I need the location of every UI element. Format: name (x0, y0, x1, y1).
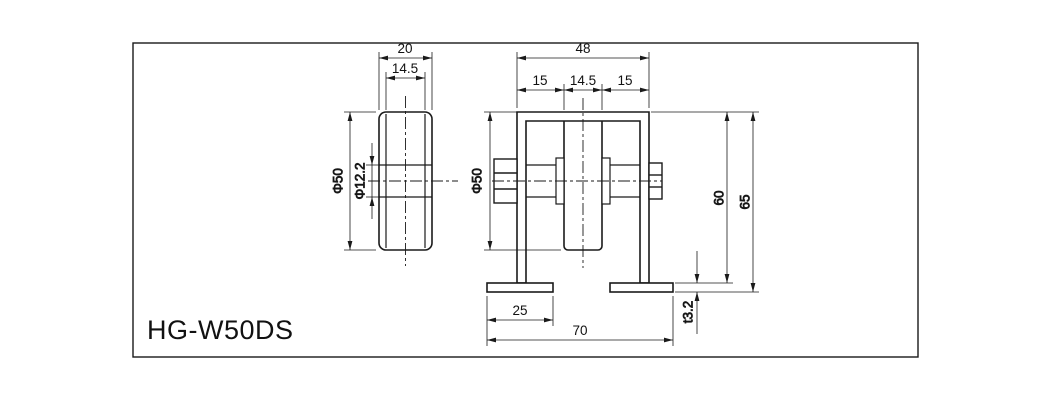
dimension-wheel-tread: 14.5 (385, 61, 426, 110)
arrowhead (694, 292, 700, 301)
dimension-wheel-width: 20 (378, 41, 433, 110)
arrowhead (347, 112, 353, 121)
dimension-base-width: 70 (487, 296, 674, 346)
base-pad-left (486, 282, 554, 293)
arrowhead (386, 75, 395, 81)
dimension-overall-height: 65 (675, 112, 759, 293)
arrowhead (517, 55, 526, 61)
dim-label-inner-height: 60 (712, 190, 727, 205)
arrowhead (750, 112, 756, 121)
part-number-title: HG-W50DS (147, 315, 294, 345)
dimension-front-wheel-diameter: Φ50 (469, 111, 561, 251)
arrowhead (517, 87, 526, 93)
arrowhead (602, 87, 611, 93)
arrowhead (555, 87, 564, 93)
arrowhead (416, 75, 425, 81)
dimension-top-width: 48 (516, 41, 650, 108)
dim-label-wheel-outer-diameter: Φ50 (331, 168, 346, 194)
dim-label-right-offset: 15 (617, 73, 632, 88)
arrowhead (664, 337, 673, 343)
dim-label-pad-length: 25 (512, 303, 527, 318)
dim-label-front-wheel-diameter: Φ50 (470, 168, 485, 194)
arrowhead (487, 317, 496, 323)
arrowhead (487, 241, 493, 250)
dimension-plate-thickness: t3.2 (680, 251, 700, 334)
dimension-inner-height: 60 (651, 111, 759, 284)
dim-label-left-offset: 15 (532, 73, 547, 88)
arrowhead (487, 112, 493, 121)
arrowhead (369, 156, 375, 165)
dim-label-wheel-width: 20 (397, 41, 412, 56)
arrowhead (487, 337, 496, 343)
dimension-wheel-bore-diameter: Φ12.2 (352, 143, 379, 219)
arrowhead (640, 55, 649, 61)
base-pad-right (609, 282, 674, 293)
dimension-pad-length: 25 (486, 296, 554, 346)
dim-label-top-width: 48 (575, 41, 590, 56)
dim-label-wheel-width: 14.5 (570, 73, 596, 88)
arrowhead (750, 283, 756, 292)
dim-label-plate-thickness: t3.2 (681, 301, 696, 324)
arrowhead (379, 55, 388, 61)
arrowhead (694, 274, 700, 283)
front-view-centerlines (492, 98, 662, 268)
arrowhead (347, 241, 353, 250)
arrowhead (640, 87, 649, 93)
arrowhead (564, 87, 573, 93)
arrowhead (593, 87, 602, 93)
arrowhead (544, 317, 553, 323)
side-view-centerlines (368, 96, 458, 266)
dim-label-base-width: 70 (572, 323, 587, 338)
arrowhead (369, 197, 375, 206)
dimension-top-subdivisions: 15 14.5 15 (517, 73, 649, 110)
arrowhead (724, 274, 730, 283)
dim-label-overall-height: 65 (738, 194, 753, 209)
dim-label-wheel-tread: 14.5 (392, 61, 418, 76)
arrowhead (423, 55, 432, 61)
drawing-frame (132, 42, 919, 358)
dimension-wheel-outer-diameter: Φ50 (330, 111, 376, 251)
arrowhead (724, 112, 730, 121)
dim-label-wheel-bore-diameter: Φ12.2 (353, 162, 368, 199)
